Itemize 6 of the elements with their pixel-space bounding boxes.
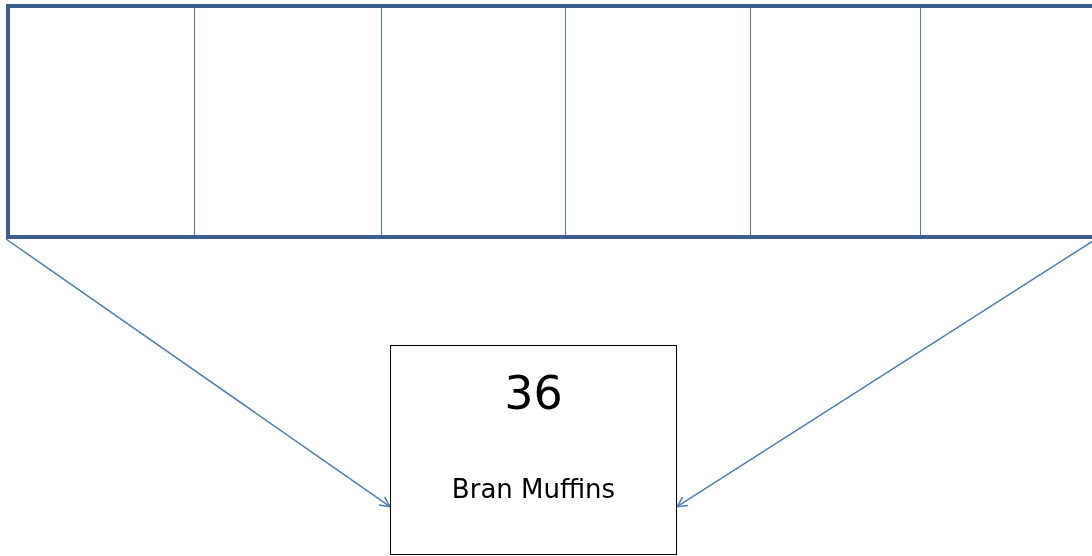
text-box xyxy=(390,345,677,555)
arrow xyxy=(676,238,1092,508)
tape-bar xyxy=(6,4,1092,239)
arrow xyxy=(5,238,391,508)
number-label: 36 xyxy=(503,366,564,420)
item-label: Bran Muffins xyxy=(450,474,617,504)
